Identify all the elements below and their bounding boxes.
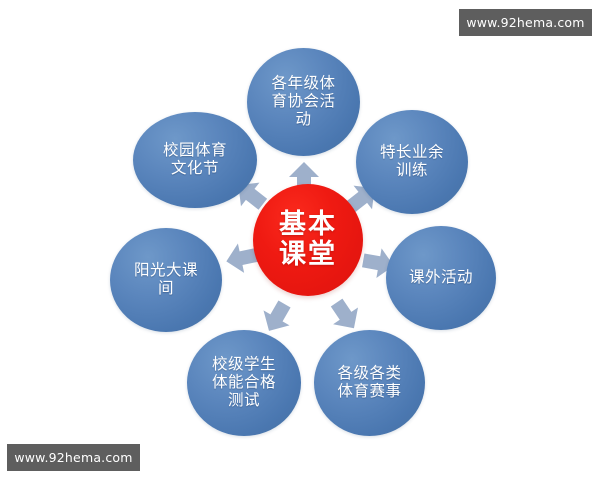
hub-label: 基本 课堂 [279, 208, 337, 270]
watermark-top-right: www.92hema.com [459, 9, 592, 36]
node-grade-sports-association-activities[interactable]: 各年级体 育协会活 动 [247, 48, 360, 156]
node-label: 特长业余 训练 [379, 143, 444, 179]
node-campus-sports-culture-festival[interactable]: 校园体育 文化节 [133, 112, 257, 208]
node-label: 各年级体 育协会活 动 [271, 74, 336, 128]
node-all-level-sports-events[interactable]: 各级各类 体育赛事 [314, 330, 425, 436]
node-specialty-amateur-training[interactable]: 特长业余 训练 [356, 110, 468, 214]
node-extracurricular-activities[interactable]: 课外活动 [386, 226, 496, 330]
node-sunshine-big-recess[interactable]: 阳光大课 间 [110, 228, 222, 332]
watermark-text: www.92hema.com [14, 450, 133, 465]
node-label: 校园体育 文化节 [162, 141, 227, 177]
node-label: 课外活动 [408, 268, 473, 287]
node-student-fitness-qualification-test[interactable]: 校级学生 体能合格 测试 [187, 330, 301, 436]
node-hub-basic-classroom[interactable]: 基本 课堂 [253, 184, 363, 296]
node-label: 各级各类 体育赛事 [337, 364, 402, 400]
watermark-bottom-left: www.92hema.com [7, 444, 140, 471]
watermark-text: www.92hema.com [466, 15, 585, 30]
node-label: 阳光大课 间 [133, 261, 198, 297]
node-label: 校级学生 体能合格 测试 [211, 355, 276, 409]
